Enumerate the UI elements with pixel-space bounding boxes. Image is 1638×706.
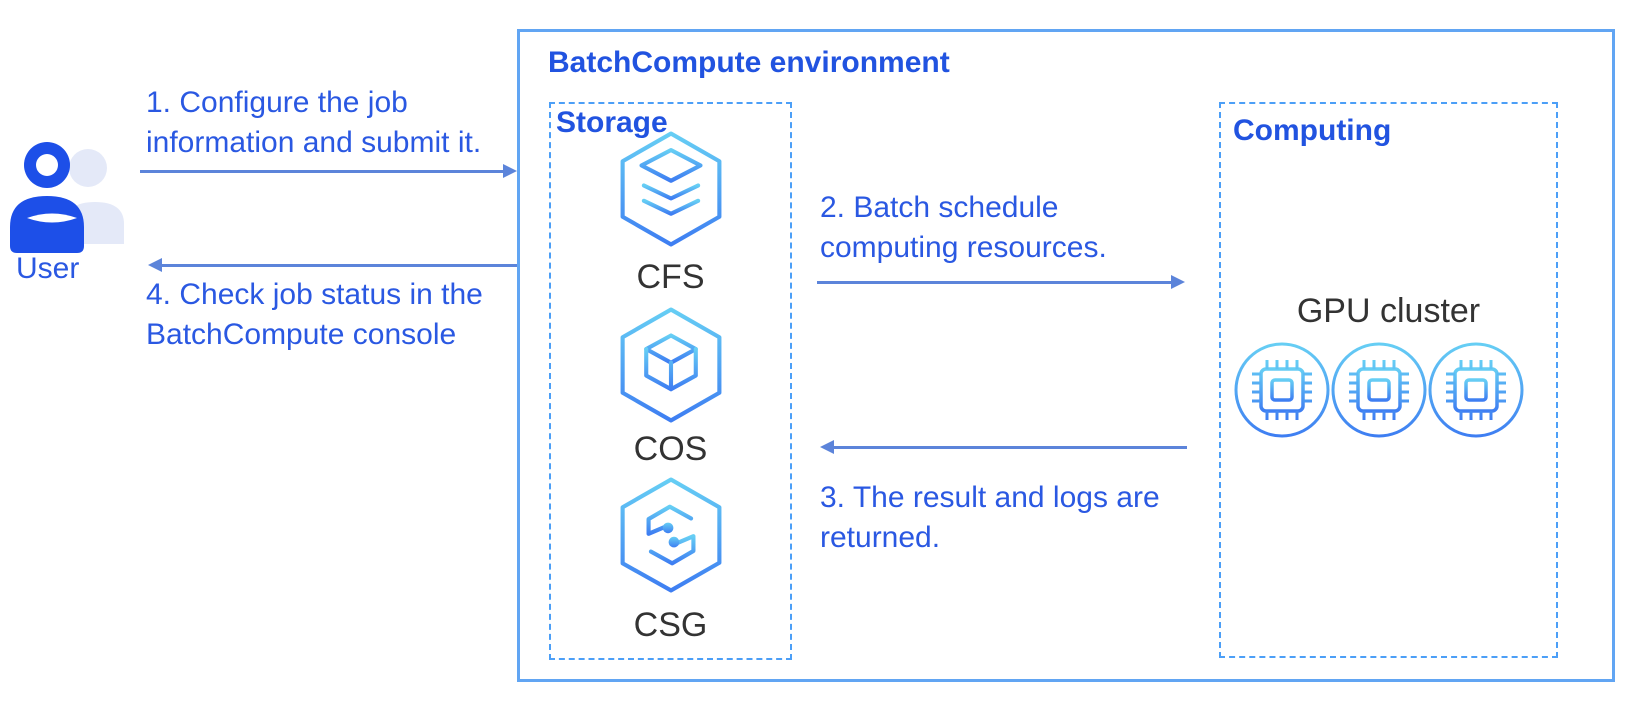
flow-step2-annotation: 2. Batch schedule computing resources. bbox=[820, 188, 1107, 268]
flow-step1-line1: 1. Configure the job bbox=[146, 86, 408, 119]
flow-step1-line2: information and submit it. bbox=[146, 126, 482, 159]
gpu-cluster-label: GPU cluster bbox=[1296, 292, 1481, 330]
flow-step4-arrow bbox=[161, 264, 517, 267]
flow-step2-arrow bbox=[817, 281, 1172, 284]
flow-step3-line2: returned. bbox=[820, 521, 941, 554]
cos-label: COS bbox=[633, 430, 708, 468]
storage-box bbox=[549, 102, 792, 660]
flow-step3-arrow bbox=[833, 446, 1187, 449]
flow-step3-line1: 3. The result and logs are bbox=[820, 481, 1160, 514]
flow-step3-annotation: 3. The result and logs are returned. bbox=[820, 478, 1160, 558]
user-label: User bbox=[16, 252, 80, 285]
flow-step1-annotation: 1. Configure the job information and sub… bbox=[146, 83, 481, 163]
user-icon bbox=[8, 140, 126, 256]
chip-circle-icon bbox=[1234, 342, 1330, 438]
csg-label: CSG bbox=[633, 606, 708, 644]
cube-hexagon-icon bbox=[612, 306, 730, 424]
flow-step4-annotation: 4. Check job status in the BatchCompute … bbox=[146, 275, 483, 355]
gpu-cluster-nodes bbox=[1234, 338, 1526, 442]
chip-circle-icon bbox=[1331, 342, 1427, 438]
flow-step1-arrowhead-icon bbox=[503, 164, 517, 178]
flow-step2-line1: 2. Batch schedule bbox=[820, 191, 1059, 224]
flow-step4-line2: BatchCompute console bbox=[146, 318, 457, 351]
chip-circle-icon bbox=[1428, 342, 1524, 438]
flow-step3-arrowhead-icon bbox=[820, 440, 834, 454]
flow-step2-line2: computing resources. bbox=[820, 231, 1107, 264]
s-hexagon-icon bbox=[612, 476, 730, 594]
storage-label: Storage bbox=[556, 106, 668, 139]
layers-hexagon-icon bbox=[612, 130, 730, 248]
cfs-label: CFS bbox=[636, 258, 705, 296]
flow-step4-arrowhead-icon bbox=[148, 258, 162, 272]
flow-step4-line1: 4. Check job status in the bbox=[146, 278, 483, 311]
flow-step1-arrow bbox=[140, 170, 504, 173]
computing-label: Computing bbox=[1233, 114, 1392, 147]
flow-step2-arrowhead-icon bbox=[1171, 275, 1185, 289]
environment-title: BatchCompute environment bbox=[548, 46, 950, 79]
